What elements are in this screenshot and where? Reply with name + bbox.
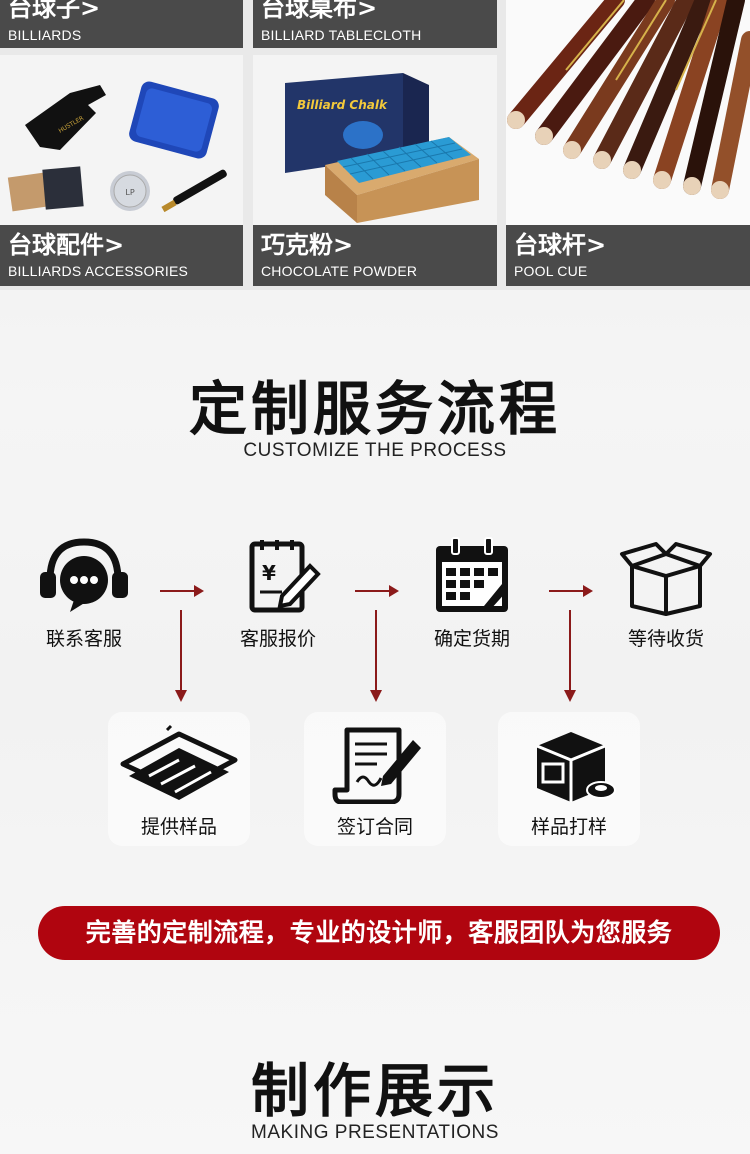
contract-sign-icon <box>332 727 421 804</box>
step-wait-delivery[interactable]: 等待收货 <box>606 536 726 651</box>
step-label: 样品打样 <box>530 816 607 838</box>
step-provide-sample[interactable]: 提供样品 <box>119 724 239 839</box>
tile-title-en: BILLIARD TABLECLOTH <box>261 27 422 43</box>
tile-title-en: BILLIARDS <box>8 27 82 43</box>
step-sample-proofing[interactable]: 样品打样 <box>509 724 629 839</box>
arrow-right-icon <box>549 585 593 597</box>
package-tape-icon <box>536 732 616 802</box>
step-contact-service[interactable]: 联系客服 <box>24 536 144 651</box>
tile-title-en: POOL CUE <box>514 263 588 279</box>
step-label: 联系客服 <box>45 628 122 650</box>
quote-document-icon: ¥ <box>249 540 321 613</box>
tile-title-zh: 巧克粉> <box>261 231 354 259</box>
step-label: 确定货期 <box>433 628 510 650</box>
step-label: 等待收货 <box>627 628 704 650</box>
headset-chat-icon <box>40 538 128 612</box>
tile-title-zh: 台球桌布> <box>261 0 378 22</box>
arrow-right-icon <box>355 585 399 597</box>
svg-text:LP: LP <box>125 188 134 197</box>
step-label: 客服报价 <box>239 628 316 650</box>
chalk-box-label: Billiard Chalk <box>297 98 388 112</box>
tile-pool-cue[interactable]: 台球杆> POOL CUE <box>506 0 750 286</box>
tile-caption: 台球子> BILLIARDS <box>0 0 243 48</box>
tile-title-zh: 台球杆> <box>514 231 607 259</box>
tile-chalk[interactable]: Billiard Chalk 巧克粉> CHOCOLATE POWDER <box>253 55 497 286</box>
tile-billiards[interactable]: 台球子> BILLIARDS <box>0 0 243 48</box>
showcase-title: 制作展示 <box>250 1057 499 1125</box>
step-card-bg <box>304 712 446 846</box>
tile-caption: 台球桌布> BILLIARD TABLECLOTH <box>253 0 497 48</box>
open-box-icon <box>620 542 712 616</box>
tile-caption: 巧克粉> CHOCOLATE POWDER <box>253 225 497 286</box>
tile-tablecloth[interactable]: 台球桌布> BILLIARD TABLECLOTH <box>253 0 497 48</box>
tile-accessories[interactable]: HUSTLER LP 台球配件> BILLIARDS ACCESSORIES <box>0 55 243 286</box>
arrow-down-icon <box>370 610 382 702</box>
process-title: 定制服务流程 <box>188 375 561 443</box>
arrow-down-icon <box>175 610 187 702</box>
showcase-subtitle: MAKING PRESENTATIONS <box>251 1122 499 1143</box>
tile-title-en: CHOCOLATE POWDER <box>261 263 418 279</box>
tile-title-en: BILLIARDS ACCESSORIES <box>8 263 189 279</box>
step-quote[interactable]: ¥ 客服报价 <box>218 536 338 651</box>
arrow-right-icon <box>160 585 204 597</box>
accessories-image: HUSTLER LP <box>7 81 227 213</box>
step-confirm-date[interactable]: 确定货期 <box>412 536 532 651</box>
calendar-icon <box>436 537 508 612</box>
tile-caption: 台球配件> BILLIARDS ACCESSORIES <box>0 225 243 286</box>
tile-title-zh: 台球子> <box>8 0 101 22</box>
tile-caption: 台球杆> POOL CUE <box>506 225 750 286</box>
service-banner: 完善的定制流程，专业的设计师，客服团队为您服务 <box>38 906 720 960</box>
arrow-down-icon <box>564 610 576 702</box>
pool-cues-image <box>507 0 750 199</box>
step-label: 签订合同 <box>336 816 413 838</box>
process-subtitle: CUSTOMIZE THE PROCESS <box>243 440 507 461</box>
step-sign-contract[interactable]: 签订合同 <box>315 724 435 839</box>
chalk-box-image: Billiard Chalk <box>285 73 479 223</box>
fabric-sample-icon <box>120 724 238 800</box>
svg-text:¥: ¥ <box>262 561 276 585</box>
step-label: 提供样品 <box>140 816 217 838</box>
tile-title-zh: 台球配件> <box>8 231 125 259</box>
product-grid: 台球子> BILLIARDS 台球桌布> BILLIARD TABLECLOTH… <box>0 0 750 290</box>
